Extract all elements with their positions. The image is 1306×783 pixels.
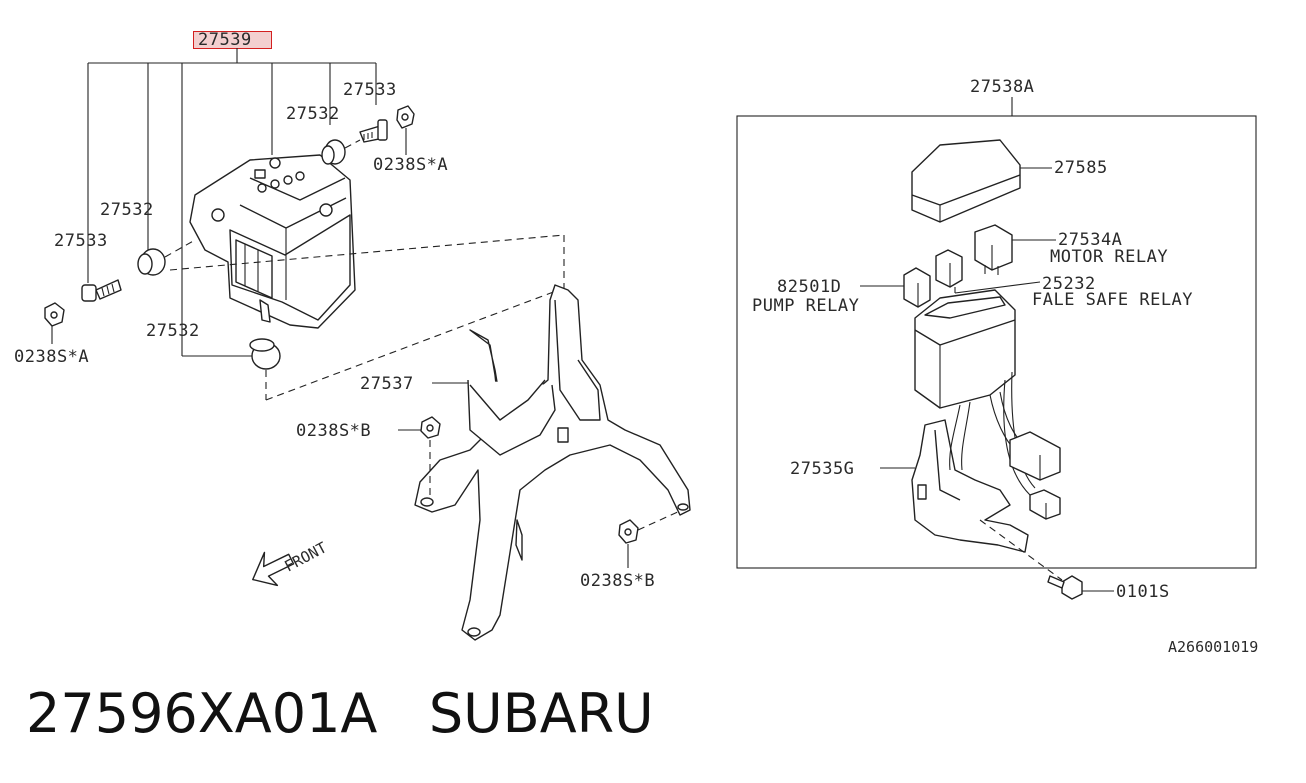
label-27533-top[interactable]: 27533 bbox=[343, 80, 397, 100]
motor-relay-27534A[interactable] bbox=[974, 224, 1013, 275]
label-motor-relay: MOTOR RELAY bbox=[1050, 247, 1168, 267]
relay-holder-body[interactable] bbox=[914, 289, 1016, 409]
nut-0238SB-left[interactable] bbox=[420, 416, 441, 439]
label-25232[interactable]: 25232 bbox=[1042, 274, 1096, 294]
nut-0238SA-left[interactable] bbox=[44, 302, 65, 327]
part-number-title: 27596XA01A SUBARU bbox=[26, 682, 654, 745]
label-27537[interactable]: 27537 bbox=[360, 374, 414, 394]
dash-0101S bbox=[979, 519, 1063, 581]
dash-guide-bracket bbox=[169, 234, 565, 430]
front-arrow-icon bbox=[252, 551, 295, 587]
label-82501D[interactable]: 82501D bbox=[777, 277, 841, 297]
connector-large[interactable] bbox=[1009, 431, 1061, 481]
leader-lines-27539 bbox=[51, 48, 407, 357]
label-27539[interactable]: 27539 bbox=[198, 30, 252, 50]
label-0238SB-right[interactable]: 0238S*B bbox=[580, 571, 655, 591]
nut-0238SB-right[interactable] bbox=[618, 519, 639, 544]
label-27533-left[interactable]: 27533 bbox=[54, 231, 108, 251]
bracket-27535G[interactable] bbox=[911, 419, 1029, 553]
dash-nut-right bbox=[637, 509, 683, 531]
bolt-0101S[interactable] bbox=[1047, 575, 1083, 600]
label-27532-top[interactable]: 27532 bbox=[286, 104, 340, 124]
bolt-27533-left[interactable] bbox=[81, 279, 122, 302]
label-0101S[interactable]: 0101S bbox=[1116, 582, 1170, 602]
label-27532-low[interactable]: 27532 bbox=[146, 321, 200, 341]
relay-box-frame bbox=[736, 97, 1257, 569]
label-0238SA-top[interactable]: 0238S*A bbox=[373, 155, 448, 175]
label-27534A[interactable]: 27534A bbox=[1058, 230, 1122, 250]
failsafe-relay-25232[interactable] bbox=[935, 249, 963, 288]
bushing-27532-top[interactable] bbox=[321, 139, 346, 165]
bolt-27533-top[interactable] bbox=[359, 119, 388, 143]
leader-25232 bbox=[954, 281, 1041, 294]
bracket-27537[interactable] bbox=[414, 284, 691, 641]
label-0238SB-left[interactable]: 0238S*B bbox=[296, 421, 371, 441]
label-front: FRONT bbox=[281, 538, 329, 575]
label-27532-mid[interactable]: 27532 bbox=[100, 200, 154, 220]
label-pump-relay: PUMP RELAY bbox=[752, 296, 859, 316]
highlight-box bbox=[193, 31, 272, 49]
nut-0238SA-top[interactable] bbox=[396, 105, 415, 129]
label-27535G[interactable]: 27535G bbox=[790, 459, 854, 479]
connector-small[interactable] bbox=[1029, 489, 1061, 520]
bushing-27532-mid[interactable] bbox=[137, 248, 166, 276]
label-fale-safe-relay: FALE SAFE RELAY bbox=[1032, 290, 1193, 310]
diagram-code: A266001019 bbox=[1168, 638, 1258, 656]
pump-relay-82501D[interactable] bbox=[903, 267, 931, 308]
bushing-27532-low[interactable] bbox=[249, 338, 281, 370]
dash-mid bbox=[164, 239, 196, 258]
relay-cover-27585[interactable] bbox=[911, 139, 1021, 223]
dash-top bbox=[344, 139, 361, 149]
label-27538A[interactable]: 27538A bbox=[970, 77, 1034, 97]
label-0238SA-left[interactable]: 0238S*A bbox=[14, 347, 89, 367]
abs-hydraulic-unit[interactable] bbox=[189, 154, 356, 329]
label-27585[interactable]: 27585 bbox=[1054, 158, 1108, 178]
